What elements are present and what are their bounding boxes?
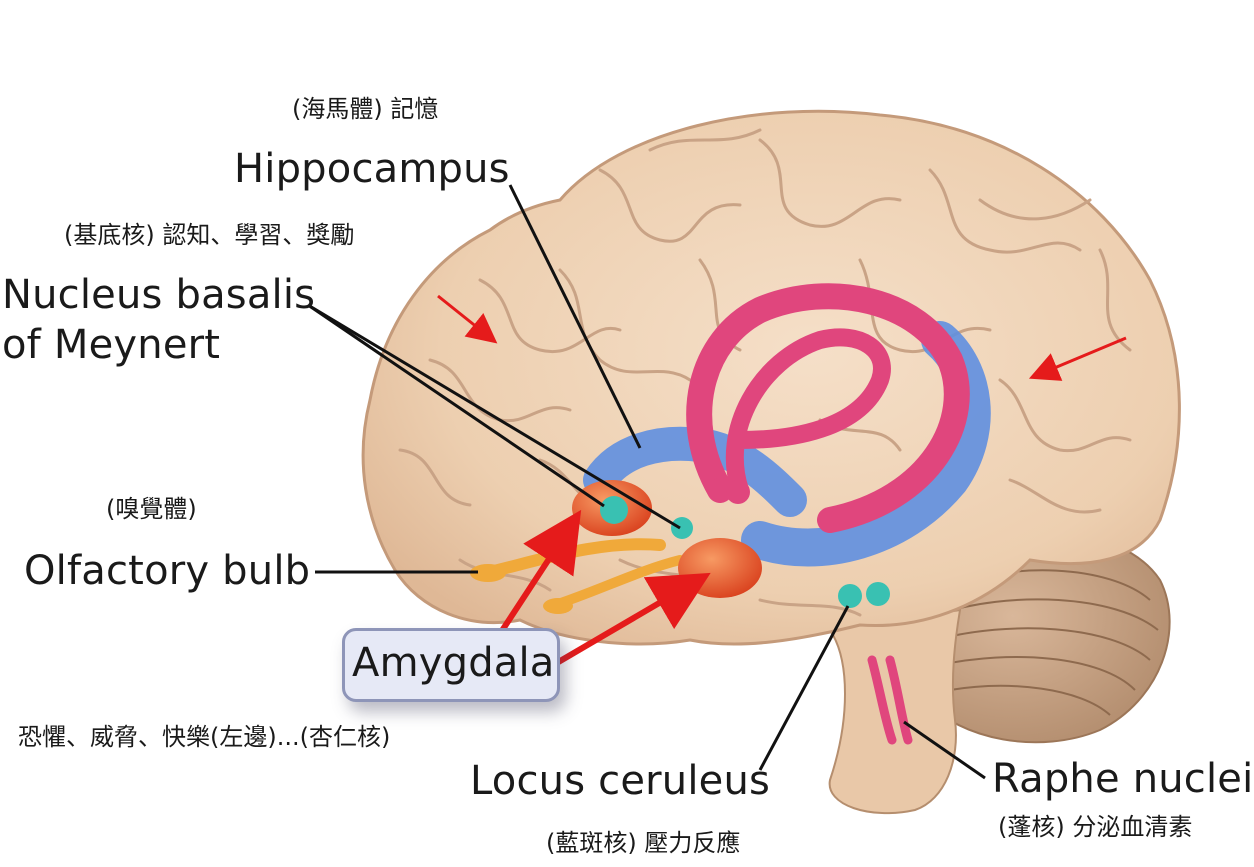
amygdala-label: Amygdala (352, 640, 555, 686)
fornix-structure (686, 283, 970, 533)
olfactory-cn-label: (嗅覺體) (106, 495, 197, 523)
nucleus-label-line2: of Meynert (2, 322, 221, 368)
brainstem (828, 608, 962, 815)
leader-locus (758, 605, 850, 771)
amygdala-arrow-right (553, 572, 711, 667)
leader-nucleus-1 (307, 303, 605, 508)
small-red-arrows (437, 294, 1127, 381)
raphe-label: Raphe nuclei (992, 756, 1254, 802)
locus-cn-label: (藍斑核) 壓力反應 (546, 829, 741, 857)
cortex-arrow-left (437, 294, 498, 344)
raphe-cn-label: (蓬核) 分泌血清素 (998, 813, 1193, 841)
nucleus-cn-label: (基底核) 認知、學習、獎勵 (64, 221, 355, 249)
leader-lines (307, 184, 986, 780)
amygdala-cn-label: 恐懼、威脅、快樂(左邊)...(杏仁核) (18, 723, 391, 751)
leader-nucleus-2 (307, 303, 681, 530)
raphe-structure (867, 655, 913, 745)
amygdala-label-box (342, 628, 560, 702)
hippocampus-label: Hippocampus (234, 146, 510, 192)
locus-label: Locus ceruleus (470, 758, 771, 804)
cortex-arrow-right (1028, 336, 1127, 381)
nucleus-label-line1: Nucleus basalis (2, 272, 316, 318)
olfactory-label: Olfactory bulb (24, 548, 311, 594)
leader-raphe (903, 720, 986, 780)
hippocampus-cn-label: (海馬體) 記憶 (292, 95, 439, 123)
leader-hippocampus (508, 184, 642, 449)
